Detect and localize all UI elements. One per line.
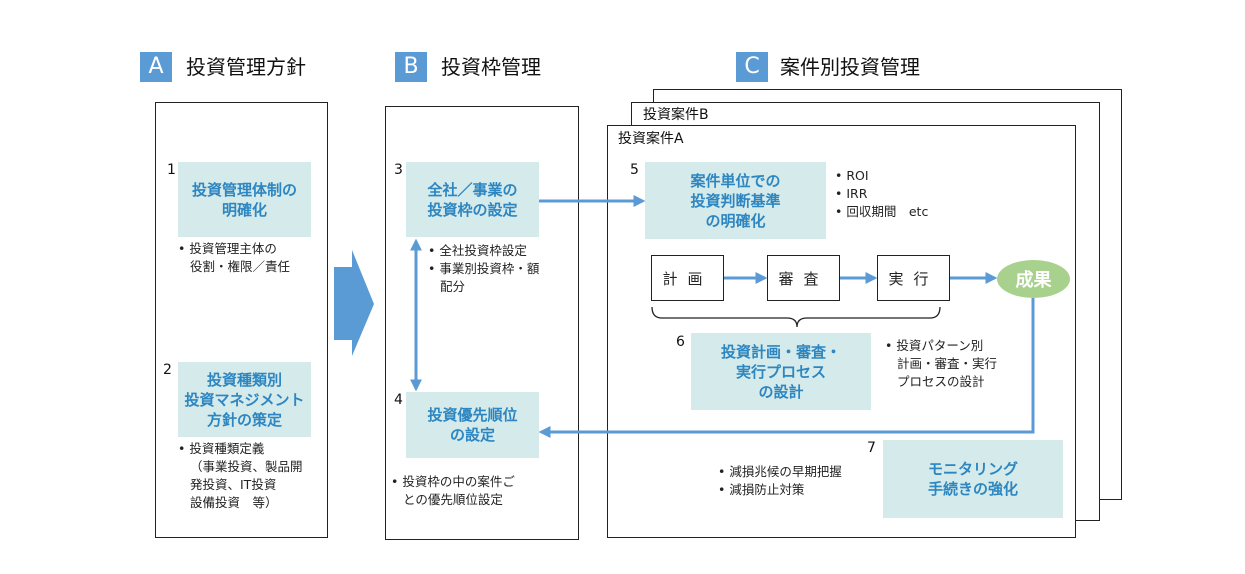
item-1-box: 投資管理体制の 明確化: [178, 162, 311, 237]
note-continuation: （事業投資、製品開: [190, 459, 303, 474]
process-plan-label: 計画: [662, 269, 713, 288]
note-bullet: • 投資パターン別: [885, 338, 984, 353]
item-7-box: モニタリング 手続きの強化: [883, 440, 1063, 518]
note-continuation: 発投資、IT投資: [190, 477, 277, 492]
item-3-title: 全社／事業の 投資枠の設定: [427, 180, 518, 219]
note-continuation: プロセスの設計: [897, 374, 985, 389]
process-review-label: 審査: [778, 269, 829, 288]
item-6-number: 6: [676, 334, 685, 350]
item-6-box: 投資計画・審査・ 実行プロセス の設計: [691, 333, 871, 410]
process-execute: 実行: [877, 255, 950, 301]
item-1-notes: • 投資管理主体の 役割・権限／責任: [178, 240, 290, 276]
section-b-title: 投資枠管理: [441, 55, 541, 79]
item-3-box: 全社／事業の 投資枠の設定: [406, 162, 539, 237]
item-4-notes: • 投資枠の中の案件ご との優先順位設定: [391, 473, 515, 509]
item-2-title: 投資種類別 投資マネジメント 方針の策定: [184, 370, 305, 429]
note-bullet: • IRR: [835, 186, 868, 201]
item-7-title: モニタリング 手続きの強化: [927, 460, 1018, 498]
process-plan: 計画: [651, 255, 724, 301]
item-2-notes: • 投資種類定義 （事業投資、製品開 発投資、IT投資 設備投資 等）: [178, 440, 303, 512]
item-3-notes: • 全社投資枠設定 • 事業別投資枠・額 配分: [428, 242, 539, 296]
note-continuation: との優先順位設定: [403, 492, 503, 507]
note-bullet: • ROI: [835, 168, 869, 183]
note-bullet: • 回収期間 etc: [835, 204, 929, 219]
note-bullet: • 投資種類定義: [178, 441, 265, 456]
section-a-letter: A: [140, 52, 172, 82]
item-4-number: 4: [394, 392, 403, 408]
case-a-label: 投資案件A: [618, 131, 684, 147]
item-6-notes: • 投資パターン別 計画・審査・実行 プロセスの設計: [885, 337, 997, 391]
item-1-number: 1: [167, 162, 176, 178]
item-7-number: 7: [867, 440, 876, 456]
outcome-label: 成果: [1015, 270, 1052, 291]
section-c-letter: C: [736, 52, 768, 82]
item-2-number: 2: [163, 362, 172, 378]
outcome-ellipse: 成果: [997, 260, 1070, 298]
process-review: 審査: [767, 255, 840, 301]
note-continuation: 配分: [440, 279, 466, 294]
note-continuation: 計画・審査・実行: [897, 356, 998, 371]
note-bullet: • 投資枠の中の案件ご: [391, 474, 515, 489]
process-execute-label: 実行: [888, 269, 939, 288]
item-4-title: 投資優先順位 の設定: [427, 406, 518, 444]
item-5-box: 案件単位での 投資判断基準 の明確化: [645, 162, 826, 239]
big-flow-arrow: [334, 250, 374, 356]
item-2-box: 投資種類別 投資マネジメント 方針の策定: [178, 362, 311, 437]
note-bullet: • 減損防止対策: [718, 482, 805, 497]
section-c-title: 案件別投資管理: [780, 55, 920, 79]
note-bullet: • 全社投資枠設定: [428, 243, 527, 258]
note-continuation: 設備投資 等）: [190, 495, 278, 510]
section-a-title: 投資管理方針: [186, 55, 306, 79]
item-5-title: 案件単位での 投資判断基準 の明確化: [690, 171, 781, 230]
item-7-notes: • 減損兆候の早期把握 • 減損防止対策: [718, 463, 842, 499]
item-6-title: 投資計画・審査・ 実行プロセス の設計: [720, 342, 841, 401]
arrow-outcome-to-4: [538, 298, 1035, 438]
note-bullet: • 減損兆候の早期把握: [718, 464, 842, 479]
item-3-number: 3: [394, 162, 403, 178]
item-4-box: 投資優先順位 の設定: [406, 392, 539, 458]
note-bullet: • 事業別投資枠・額: [428, 261, 540, 276]
item-1-title: 投資管理体制の 明確化: [191, 180, 297, 219]
case-b-label: 投資案件B: [643, 107, 709, 123]
note-bullet: • 投資管理主体の: [178, 241, 277, 256]
process-brace: [651, 306, 941, 328]
item-5-notes: • ROI • IRR • 回収期間 etc: [835, 167, 928, 221]
section-b-letter: B: [395, 52, 427, 82]
note-continuation: 役割・権限／責任: [190, 259, 291, 274]
item-5-number: 5: [630, 162, 639, 178]
